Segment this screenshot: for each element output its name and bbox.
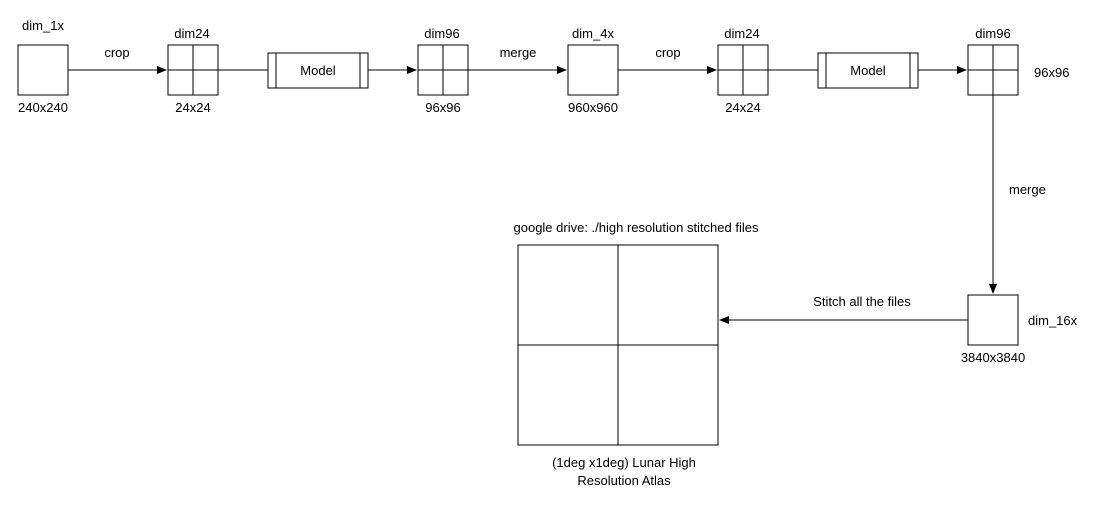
- atlas-node[interactable]: google drive: ./high resolution stitched…: [514, 220, 759, 488]
- merge-grid-2-node[interactable]: dim96 96x96: [967, 26, 1069, 96]
- merge-grid-2-label: dim96: [975, 26, 1010, 41]
- dim-16x-label: dim_16x: [1028, 313, 1078, 328]
- dim-4x-size: 960x960: [568, 100, 618, 115]
- merge-grid-1-node[interactable]: dim96 96x96: [417, 26, 469, 115]
- crop-grid-2-size: 24x24: [725, 100, 760, 115]
- crop-grid-1-label: dim24: [174, 26, 209, 41]
- crop-grid-2-label: dim24: [724, 26, 759, 41]
- edge-stitch-label: Stitch all the files: [813, 294, 911, 309]
- merge-grid-1-size: 96x96: [425, 100, 460, 115]
- dim-1x-box: [17, 44, 69, 96]
- model-1-box: [267, 52, 369, 89]
- dim-1x-label: dim_1x: [22, 18, 64, 33]
- atlas-caption-line-1: (1deg x1deg) Lunar High: [552, 455, 696, 470]
- atlas-title: google drive: ./high resolution stitched…: [514, 220, 759, 235]
- model-2-label: Model: [850, 63, 886, 78]
- model-1-node[interactable]: Model: [267, 52, 369, 89]
- edge-merge-2-label: merge: [1009, 182, 1046, 197]
- merge-grid-1-label: dim96: [424, 26, 459, 41]
- atlas-caption-line-2: Resolution Atlas: [577, 473, 671, 488]
- crop-grid-2-node[interactable]: dim24 24x24: [717, 26, 769, 115]
- edge-merge-1[interactable]: merge: [468, 45, 567, 74]
- dim-4x-label: dim_4x: [572, 26, 614, 41]
- edge-crop-1[interactable]: crop: [68, 45, 167, 74]
- crop-grid-1-size: 24x24: [175, 100, 210, 115]
- dim-1x-node[interactable]: dim_1x 240x240: [17, 18, 69, 115]
- edge-merge-1-label: merge: [500, 45, 537, 60]
- dim-16x-size: 3840x3840: [961, 350, 1025, 365]
- dim-4x-box: [567, 44, 619, 96]
- model-1-label: Model: [300, 63, 336, 78]
- dim-4x-node[interactable]: dim_4x 960x960: [567, 26, 619, 115]
- edge-merge-2[interactable]: merge: [989, 95, 1046, 294]
- dim-1x-size: 240x240: [18, 100, 68, 115]
- edge-stitch[interactable]: Stitch all the files: [719, 294, 968, 324]
- edge-crop-1-label: crop: [104, 45, 129, 60]
- model-2-node[interactable]: Model: [817, 52, 919, 89]
- edge-crop-2[interactable]: crop: [618, 45, 717, 74]
- dim-16x-box: [967, 294, 1019, 346]
- dim-16x-node[interactable]: dim_16x 3840x3840: [961, 294, 1078, 365]
- edge-crop-2-label: crop: [655, 45, 680, 60]
- merge-grid-2-size: 96x96: [1034, 65, 1069, 80]
- crop-grid-1-node[interactable]: dim24 24x24: [167, 26, 219, 115]
